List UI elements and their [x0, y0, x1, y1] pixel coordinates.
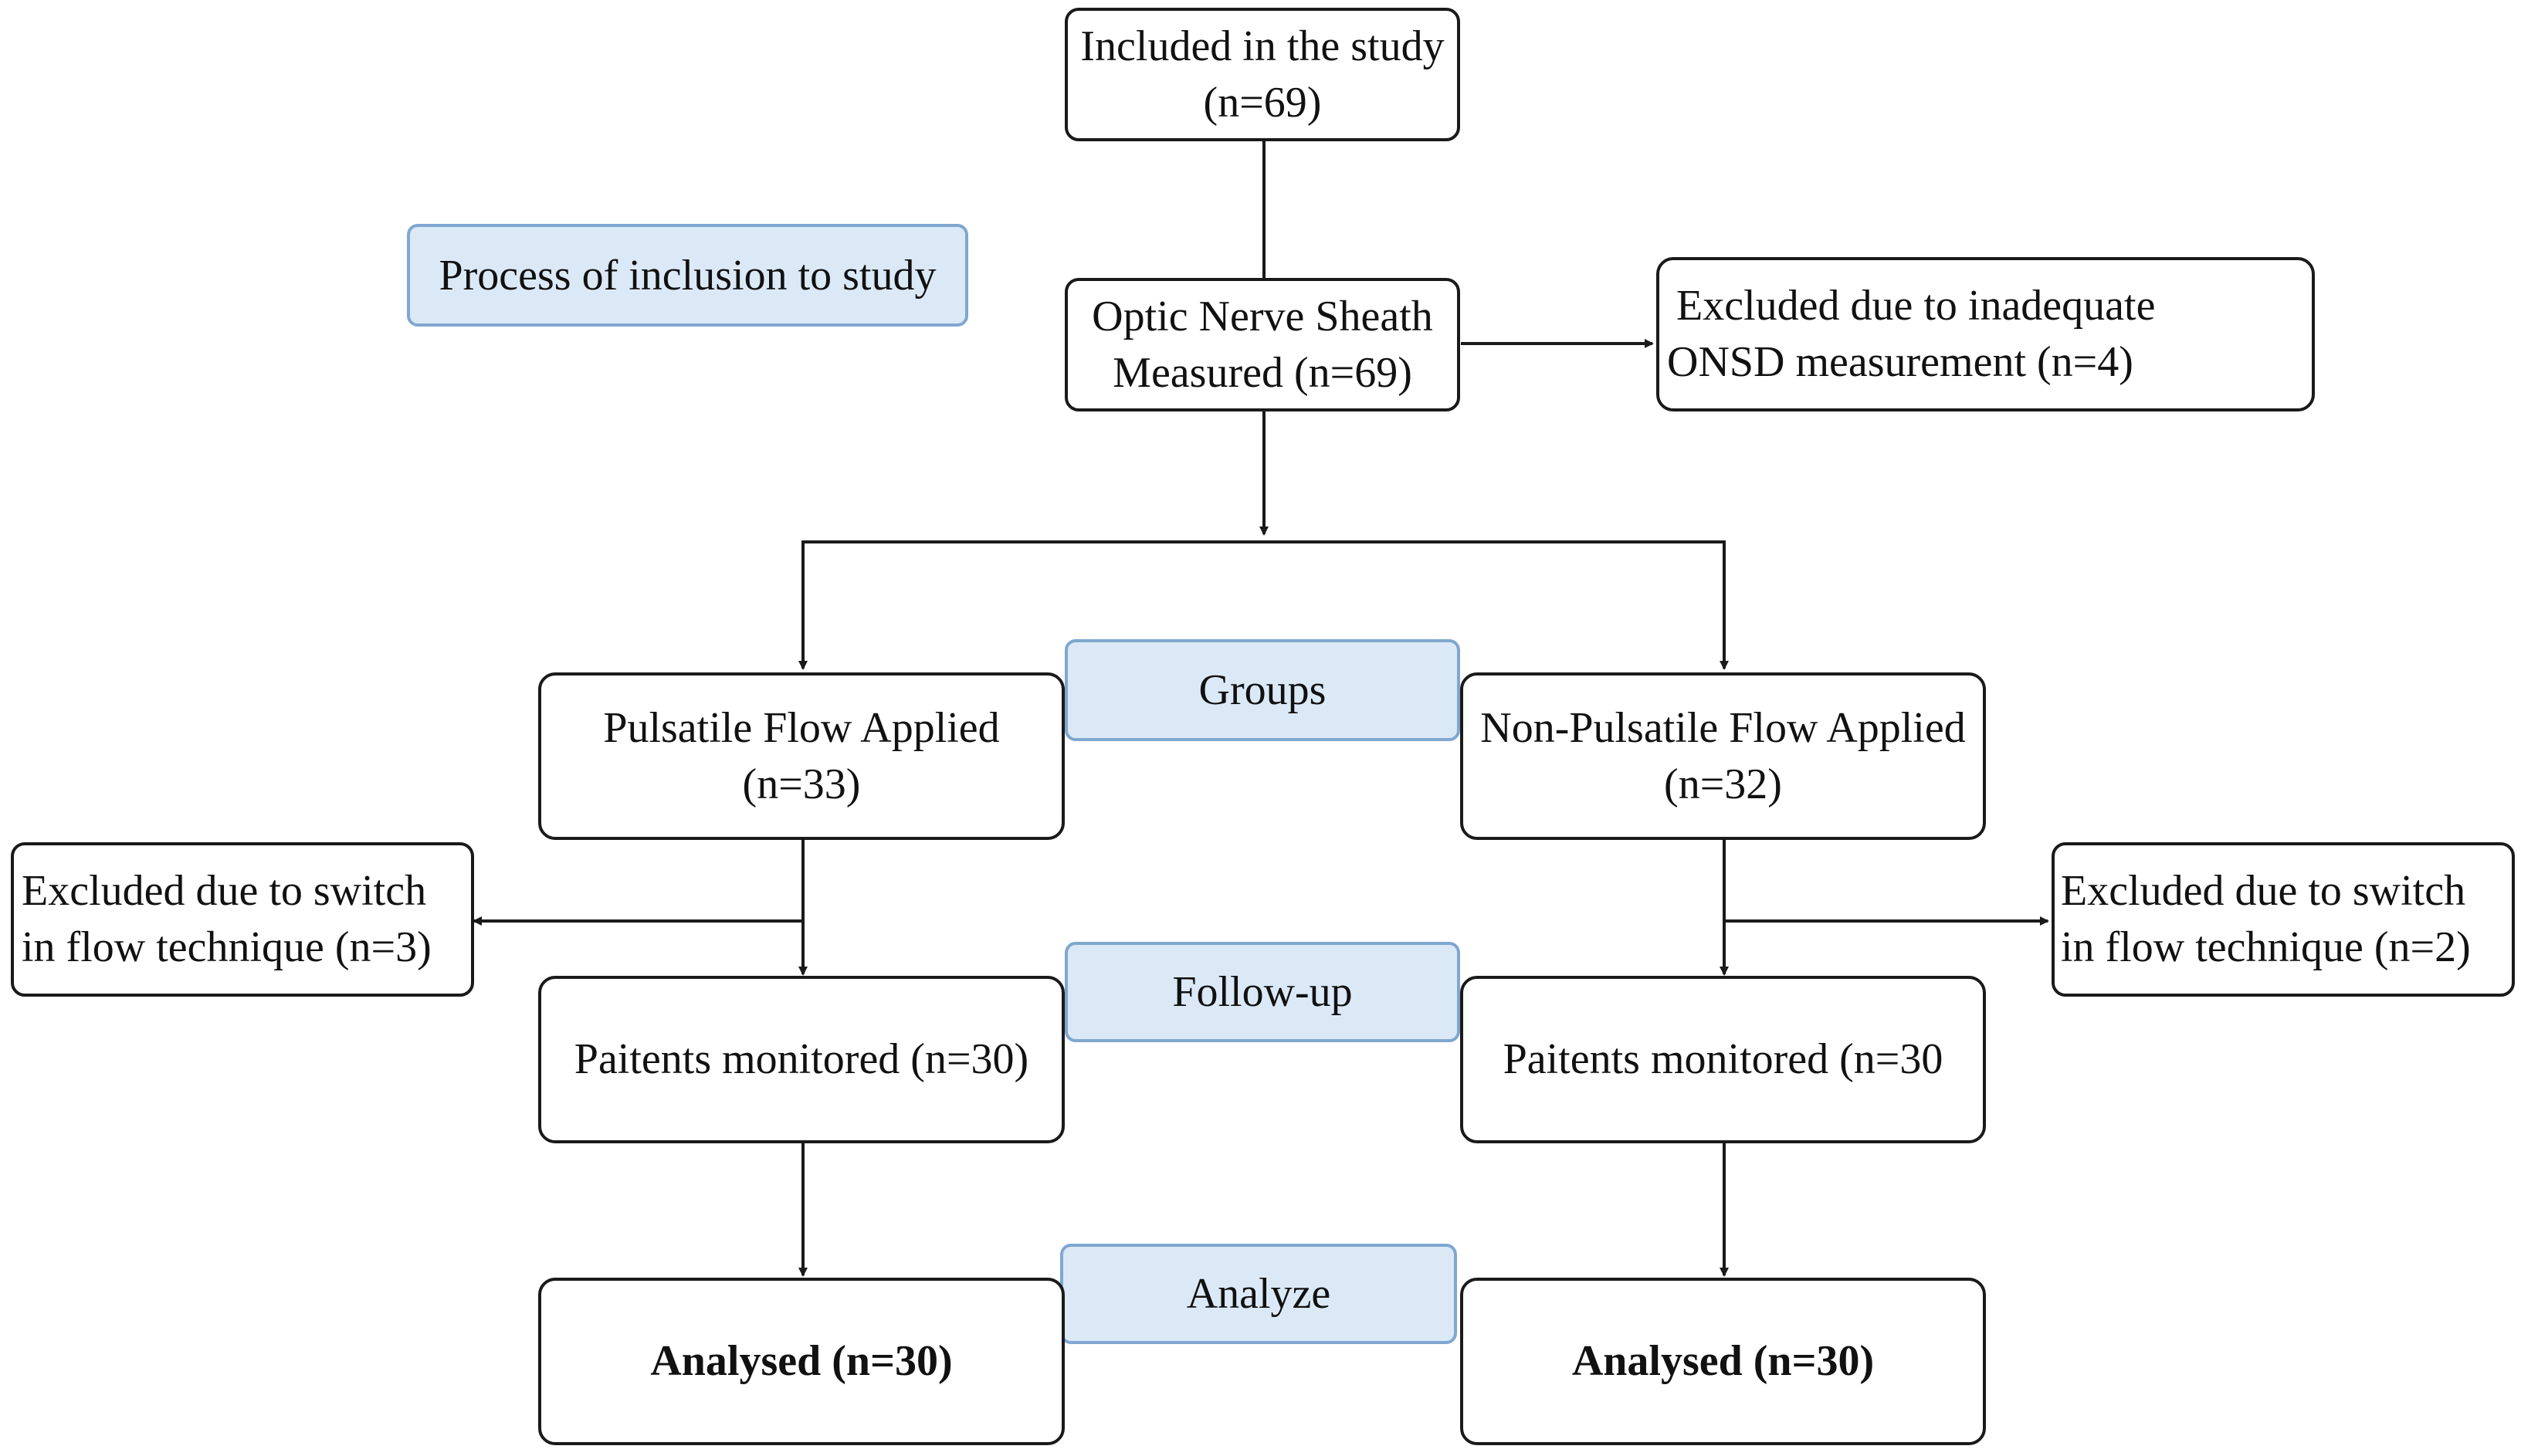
pulsatile-box: Pulsatile Flow Applied (n=33)	[538, 672, 1065, 840]
excluded-onsd-line2: ONSD measurement (n=4)	[1667, 338, 2133, 386]
followup-label-text: Follow-up	[1172, 968, 1353, 1016]
excluded-left-line1: Excluded due to switch	[22, 867, 427, 916]
monitored-right-box: Paitents monitored (n=30	[1460, 976, 1986, 1143]
nonpulsatile-line1: Non-Pulsatile Flow Applied	[1480, 703, 1966, 752]
followup-label: Follow-up	[1065, 942, 1460, 1042]
groups-label: Groups	[1065, 639, 1460, 741]
included-line1: Included in the study	[1080, 22, 1445, 70]
analyze-label-text: Analyze	[1186, 1270, 1331, 1318]
analysed-left-box: Analysed (n=30)	[538, 1278, 1065, 1445]
monitored-left-text: Paitents monitored (n=30)	[574, 1035, 1029, 1084]
analysed-left-text: Analysed (n=30)	[650, 1337, 953, 1386]
included-line2: (n=69)	[1203, 78, 1322, 127]
included-box: Included in the study (n=69)	[1065, 8, 1460, 141]
analyze-label: Analyze	[1060, 1244, 1457, 1344]
process-label: Process of inclusion to study	[407, 224, 968, 327]
excluded-onsd-box: Excluded due to inadequate ONSD measurem…	[1656, 257, 2315, 411]
excluded-left-line2: in flow technique (n=3)	[22, 923, 432, 971]
analysed-right-box: Analysed (n=30)	[1460, 1278, 1986, 1445]
excluded-right-line1: Excluded due to switch	[2061, 867, 2466, 916]
excluded-right-line2: in flow technique (n=2)	[2061, 923, 2471, 971]
onsd-line2: Measured (n=69)	[1113, 348, 1412, 397]
nonpulsatile-line2: (n=32)	[1664, 760, 1782, 808]
groups-label-text: Groups	[1198, 666, 1327, 714]
process-label-text: Process of inclusion to study	[439, 251, 937, 300]
analysed-right-text: Analysed (n=30)	[1571, 1337, 1875, 1386]
excluded-right-box: Excluded due to switch in flow technique…	[2052, 842, 2515, 997]
pulsatile-line1: Pulsatile Flow Applied	[603, 703, 1000, 752]
monitored-right-text: Paitents monitored (n=30	[1503, 1035, 1943, 1084]
onsd-line1: Optic Nerve Sheath	[1092, 292, 1433, 340]
excluded-onsd-line1: Excluded due to inadequate	[1676, 282, 2156, 330]
onsd-box: Optic Nerve Sheath Measured (n=69)	[1065, 278, 1460, 411]
pulsatile-line2: (n=33)	[742, 760, 861, 808]
excluded-left-box: Excluded due to switch in flow technique…	[11, 842, 474, 997]
nonpulsatile-box: Non-Pulsatile Flow Applied (n=32)	[1460, 672, 1986, 840]
monitored-left-box: Paitents monitored (n=30)	[538, 976, 1065, 1143]
